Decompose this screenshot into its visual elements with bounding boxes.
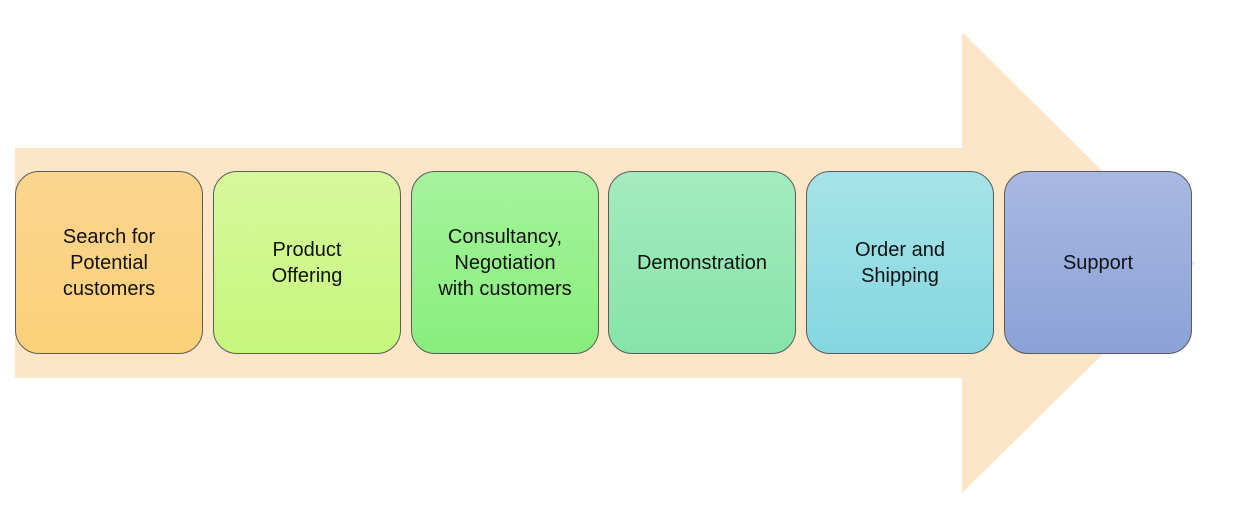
step-search-potential-customers: Search for Potential customers bbox=[15, 171, 203, 354]
step-demonstration: Demonstration bbox=[608, 171, 796, 354]
step-consultancy-negotiation: Consultancy, Negotiation with customers bbox=[411, 171, 599, 354]
step-product-offering: Product Offering bbox=[213, 171, 401, 354]
step-support: Support bbox=[1004, 171, 1192, 354]
step-label: Demonstration bbox=[636, 251, 768, 274]
arrow-shape bbox=[15, 32, 1195, 493]
step-label: Search for Potential customers bbox=[62, 225, 156, 300]
step-label: Product Offering bbox=[271, 238, 343, 287]
step-label: Consultancy, Negotiation with customers bbox=[438, 225, 572, 300]
step-order-shipping: Order and Shipping bbox=[806, 171, 994, 354]
process-steps: Search for Potential customers Product O… bbox=[15, 171, 1195, 356]
step-label: Order and Shipping bbox=[854, 238, 946, 287]
step-label: Support bbox=[1062, 251, 1134, 274]
